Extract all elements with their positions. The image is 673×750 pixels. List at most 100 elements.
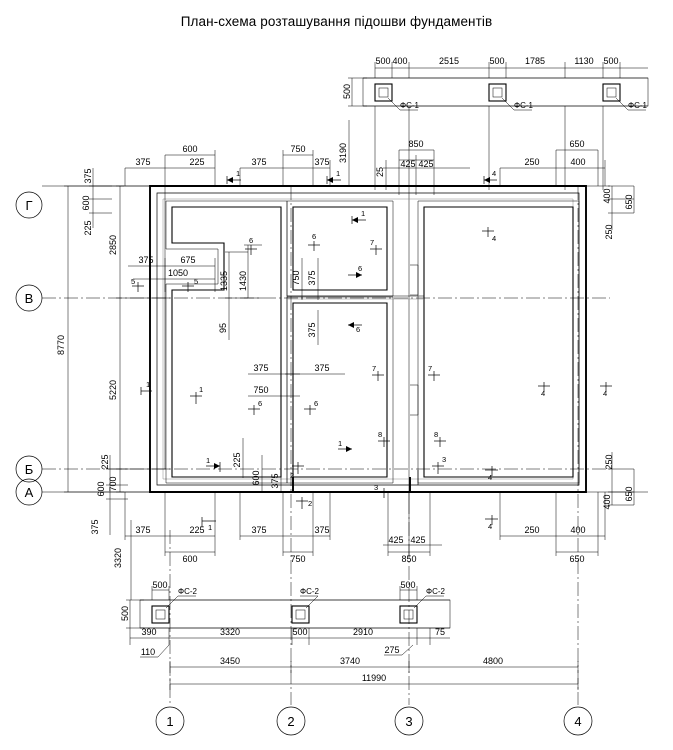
section-mark-4-b: 4 — [482, 227, 496, 243]
id-675: 675 — [180, 255, 195, 265]
svg-text:4: 4 — [603, 389, 607, 398]
id-375: 375 — [138, 255, 153, 265]
svg-text:1: 1 — [206, 456, 210, 465]
svg-text:6: 6 — [312, 232, 316, 241]
baxis-total-11990: 11990 — [362, 673, 386, 683]
section-mark-3-b: 3 — [374, 483, 390, 498]
section-marks: 1 1 1 1 1 — [131, 169, 612, 532]
svg-text:3: 3 — [442, 455, 446, 464]
pbd-225: 225 — [189, 525, 204, 535]
id-1430: 1430 — [238, 271, 248, 291]
section-mark-6-b: 6 — [308, 232, 320, 251]
plan-bottom-dims: 375 225 375 375 250 400 600 750 425 425 … — [124, 492, 606, 564]
foundation-plan — [149, 185, 587, 493]
section-mark-1-c: 1 — [351, 209, 366, 224]
pbd2-750: 750 — [290, 554, 305, 564]
svg-text:7: 7 — [370, 238, 374, 247]
fs2-dim-2910: 2910 — [353, 627, 373, 637]
section-mark-5-b: 5 — [182, 277, 198, 292]
section-mark-7-c: 7 — [428, 364, 440, 381]
section-mark-1-h: 1 — [338, 439, 352, 452]
svg-text:7: 7 — [428, 364, 432, 373]
section-mark-8-a: 8 — [378, 430, 390, 447]
top-dim-400: 400 — [392, 56, 407, 66]
section-mark-1-a: 1 — [226, 169, 241, 184]
ptd2-750: 750 — [290, 144, 305, 154]
left-edge-dim-225: 225 — [83, 220, 93, 235]
left-dim-5220: 5220 — [108, 380, 118, 400]
ptd-225a: 225 — [189, 157, 204, 167]
right-axis-dims: 400 650 250 250 400 650 — [602, 185, 635, 510]
id-375c: 375 — [270, 473, 280, 488]
svg-text:3: 3 — [374, 483, 378, 492]
plan-top-dims: 375 225 375 375 250 400 600 750 850 425 — [124, 120, 606, 195]
id-1335: 1335 — [219, 271, 229, 291]
right-dim-400-top: 400 — [602, 188, 612, 203]
left-edge-b-375: 375 — [90, 519, 100, 534]
svg-text:6: 6 — [356, 325, 360, 334]
left-edge-b-225: 225 — [100, 454, 110, 469]
svg-text:6: 6 — [358, 264, 362, 273]
left-edge-dim-600: 600 — [81, 195, 91, 210]
top-dim-500-b: 500 — [489, 56, 504, 66]
top-strip-height-dim: 500 — [342, 84, 352, 99]
svg-text:7: 7 — [372, 364, 376, 373]
section-mark-1-b: 1 — [326, 169, 341, 184]
section-mark-6-e: 6 — [248, 399, 262, 415]
section-mark-7-b: 7 — [372, 364, 384, 381]
top-dim-1785: 1785 — [525, 56, 545, 66]
fs2-dim-500: 500 — [292, 627, 307, 637]
section-mark-1-f: 1 — [206, 456, 221, 472]
svg-text:4: 4 — [492, 234, 496, 243]
section-mark-3-a: 3 — [432, 455, 446, 474]
svg-text:4: 4 — [492, 169, 496, 178]
pbd-425b: 425 — [410, 535, 425, 545]
page-title: План-схема розташування підошви фундамен… — [180, 14, 493, 29]
left-edge-b-3320: 3320 — [113, 548, 123, 568]
ptd2-425a: 425 — [400, 159, 415, 169]
fs2-dim-3320: 3320 — [220, 627, 240, 637]
svg-text:8: 8 — [378, 430, 382, 439]
left-dim-8770: 8770 — [56, 335, 66, 355]
section-mark-2-b: 2 — [296, 497, 312, 509]
top-extension-lines — [374, 106, 604, 500]
svg-text:4: 4 — [488, 473, 492, 482]
section-mark-1-d: 1 — [140, 380, 152, 395]
top-dim-2515: 2515 — [439, 56, 459, 66]
ptd-250: 250 — [524, 157, 539, 167]
fs2-label-3: ФС-2 — [426, 587, 446, 596]
pbd-375c: 375 — [314, 525, 329, 535]
section-mark-4-f: 4 — [485, 515, 498, 531]
section-mark-6-c: 6 — [348, 264, 362, 278]
id-225b: 225 — [232, 452, 242, 467]
svg-text:2: 2 — [308, 499, 312, 508]
id-1050: 1050 — [168, 268, 188, 278]
section-mark-5-a: 5 — [131, 277, 144, 292]
ptd2-850: 850 — [408, 139, 423, 149]
idc-750: 750 — [291, 270, 301, 285]
axis-label-v: В — [25, 291, 34, 306]
pbd2-600: 600 — [182, 554, 197, 564]
pbd2-850: 850 — [401, 554, 416, 564]
section-mark-6-f: 6 — [304, 399, 318, 415]
left-edge-dim-375: 375 — [83, 168, 93, 183]
idc-375c: 375 — [314, 363, 329, 373]
fs2-leader-275: 275 — [384, 645, 399, 655]
svg-text:1: 1 — [236, 169, 240, 178]
ptd2-600: 600 — [182, 144, 197, 154]
pbd-425a: 425 — [388, 535, 403, 545]
top-dim-500-c: 500 — [603, 56, 618, 66]
top-dim-500-a: 500 — [375, 56, 390, 66]
top-fs1-strip: 500 500 400 2515 500 1785 1130 500 ФС-1 … — [342, 56, 649, 111]
fs1-label-2: ФС-1 — [514, 101, 534, 110]
svg-text:1: 1 — [199, 385, 203, 394]
section-mark-7-a: 7 — [370, 238, 382, 255]
ptd-400: 400 — [570, 157, 585, 167]
right-dim-400-bot: 400 — [602, 494, 612, 509]
section-mark-1-e: 1 — [190, 385, 203, 404]
left-axis-group: Г В Б А 2850 5220 700 8770 — [15, 168, 648, 600]
svg-text:1: 1 — [338, 439, 342, 448]
right-dim-250-top: 250 — [604, 224, 614, 239]
